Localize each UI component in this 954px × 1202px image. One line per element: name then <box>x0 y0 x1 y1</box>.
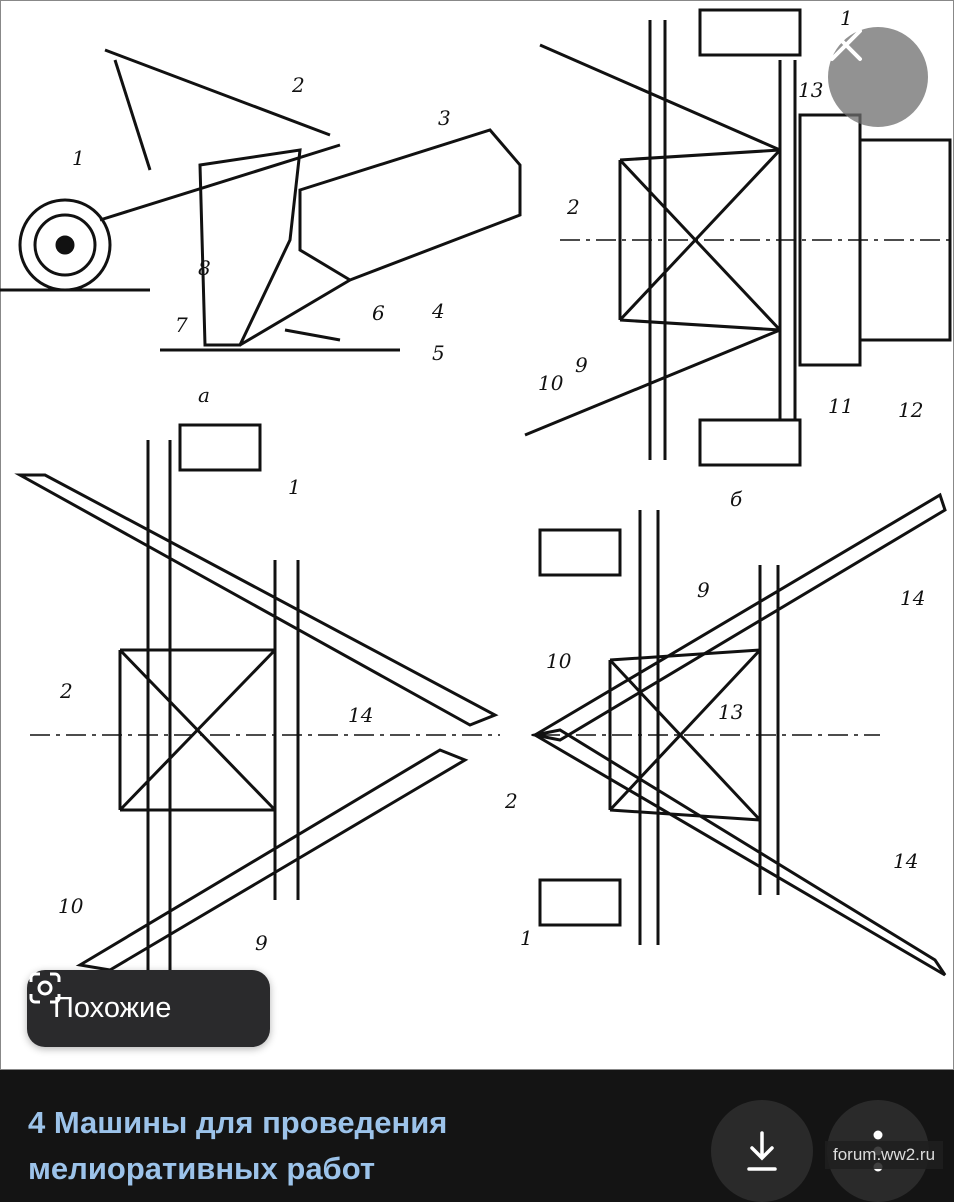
label: 1 <box>840 6 853 30</box>
label: 6 <box>372 301 385 325</box>
label: 13 <box>718 700 743 724</box>
title-line: 4 Машины для проведения <box>28 1105 448 1140</box>
caption: б <box>730 487 743 511</box>
caption: а <box>198 383 210 407</box>
close-icon <box>830 29 862 61</box>
label: 1 <box>288 475 301 499</box>
label: 1 <box>72 146 85 170</box>
close-button[interactable] <box>828 27 928 127</box>
diagram-d <box>530 492 947 977</box>
label: 2 <box>59 679 73 703</box>
label: 2 <box>291 73 305 97</box>
label: 9 <box>255 931 268 955</box>
label: 10 <box>58 894 84 918</box>
label: 3 <box>438 106 451 130</box>
label: 14 <box>348 703 373 727</box>
label: 9 <box>575 353 588 377</box>
label: 12 <box>898 398 923 422</box>
label: 11 <box>828 394 853 418</box>
technical-drawing: 1 2 3 4 5 6 7 8 а 1 13 2 9 10 11 12 б 1 … <box>0 0 954 1070</box>
download-icon <box>747 1131 777 1171</box>
camera-lens-icon <box>29 972 61 1004</box>
label: 8 <box>198 256 211 280</box>
label: 10 <box>546 649 572 673</box>
label: 5 <box>432 341 445 365</box>
diagram-a <box>0 48 522 352</box>
label: 2 <box>566 195 580 219</box>
label: 13 <box>798 78 823 102</box>
label: 14 <box>900 586 925 610</box>
title-line: мелиоративных работ <box>28 1151 376 1186</box>
label: 2 <box>504 789 518 813</box>
label: 14 <box>893 849 918 873</box>
similar-label: Похожие <box>53 992 172 1024</box>
image-viewer: 1 2 3 4 5 6 7 8 а 1 13 2 9 10 11 12 б 1 … <box>0 0 954 1070</box>
label: 10 <box>538 371 564 395</box>
label: 4 <box>431 299 445 323</box>
diagram-b <box>524 8 954 467</box>
label: 7 <box>175 313 188 337</box>
diagram-c <box>14 423 500 1000</box>
label: 9 <box>697 578 710 602</box>
image-title-link[interactable]: 4 Машины для проведения мелиоративных ра… <box>28 1100 668 1192</box>
source-watermark: forum.ww2.ru <box>825 1141 944 1169</box>
download-button[interactable] <box>711 1100 813 1202</box>
label: 1 <box>520 926 533 950</box>
similar-images-button[interactable]: Похожие <box>27 970 270 1047</box>
